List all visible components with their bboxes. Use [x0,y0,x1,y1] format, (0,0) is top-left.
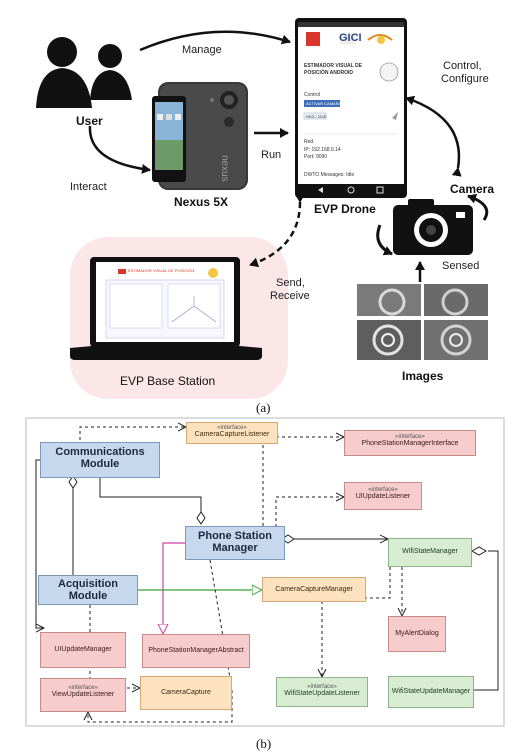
run-label: Run [261,149,282,161]
camera-capture-class: CameraCapture [140,676,232,710]
view-update-listener-name: ViewUpdateListener [51,691,115,698]
screen-port: Port: 9090 [304,154,328,160]
interface-stereotype: «interface» [307,684,337,690]
caption-b: (b) [256,736,272,751]
screen-title-line2: POSICIÓN ANDROID [304,70,353,76]
evp-drone-label: EVP Drone [314,202,376,216]
wifi-state-update-listener-name: WifiStateUpdateListener [284,690,360,697]
camera-capture-listener-class: «interface» CameraCaptureListener [186,422,278,444]
phone-station-manager-class: Phone Station Manager [185,526,285,560]
gici-logo-text: GICI [339,32,362,44]
wifi-state-manager-name: WifiStateManager [402,548,458,555]
interact-label: Interact [70,181,107,193]
evp-drone-phone [295,18,407,198]
phone-station-manager-interface-class: «interface» PhoneStationManagerInterface [344,430,476,456]
ui-update-manager-name: UIUpdateManager [54,646,112,653]
manage-arrow [139,30,291,52]
screen-ip: IP: 192.168.0.14 [304,147,341,153]
wifi-state-manager-class: WifiStateManager [388,538,472,567]
send-receive-arrow [249,193,306,268]
control-label: Control, [443,60,482,72]
camera-capture-manager-name: CameraCaptureManager [275,586,353,593]
caption-a: (a) [256,400,271,415]
interface-stereotype: «interface» [395,434,425,440]
user-icon [36,37,132,108]
interact-arrow [88,125,151,174]
receive-label: Receive [270,290,310,302]
laptop-base-station [70,257,262,360]
images-label: Images [402,369,444,383]
configure-label: Configure [441,73,489,85]
manage-label: Manage [182,44,222,56]
ui-update-listener-name: UIUpdateListener [355,493,411,500]
svg-text:nexus: nexus [219,155,230,182]
activate-camera-button[interactable]: ACTIVAR CAMARA [306,101,342,106]
ui-update-listener-class: «interface» UIUpdateListener [344,482,422,510]
ui-update-manager-class: UIUpdateManager [40,632,126,668]
acquisition-module-name: Acquisition Module [58,578,118,602]
communications-module-name: Communications Module [55,446,145,470]
phone-station-manager-name: Phone Station Manager [198,530,272,554]
screen-red-heading: Red [304,139,314,145]
view-update-listener-class: «interface» ViewUpdateListener [40,678,126,712]
wifi-state-update-listener-class: «interface» WifiStateUpdateListener [276,677,368,707]
evp-base-station-label: EVP Base Station [120,374,216,388]
camera-capture-name: CameraCapture [161,689,211,696]
communications-module-class: Communications Module [40,442,160,478]
interface-stereotype: «interface» [68,685,98,691]
screen-messages: DWTO Messages: Idle [304,172,355,178]
sensed-label: Sensed [442,260,480,272]
control-arrow [405,95,462,177]
phone-station-manager-abstract-class: PhoneStationManagerAbstract [142,634,250,668]
my-alert-dialog-name: MyAlertDialog [395,630,439,637]
camera-capture-listener-name: CameraCaptureListener [194,431,270,438]
phone-station-manager-interface-name: PhoneStationManagerInterface [361,440,459,447]
screen-title-line1: ESTIMADOR VISUAL DE [304,63,362,69]
screen-control-heading: Control [304,92,321,98]
nexus-5x-icon: nexus [152,82,248,190]
camera-icon [376,193,489,256]
camera-capture-manager-class: CameraCaptureManager [262,577,366,602]
captured-images [357,284,488,360]
send-label: Send, [276,277,305,289]
base-screen-title: ESTIMADOR VISUAL DE POSICIÓN [128,268,195,273]
nexus-5x-label: Nexus 5X [174,195,229,209]
wifi-state-update-manager-class: WifiStateUpdateManager [388,676,474,708]
my-alert-dialog-class: MyAlertDialog [388,616,446,652]
screen-red-field: RED / 2D/E [306,114,327,119]
user-label: User [76,114,103,128]
camera-label: Camera [450,182,495,196]
wifi-state-update-manager-name: WifiStateUpdateManager [391,688,471,695]
phone-station-manager-abstract-name: PhoneStationManagerAbstract [148,647,244,654]
acquisition-module-class: Acquisition Module [38,575,138,605]
interface-stereotype: «interface» [217,425,247,431]
interface-stereotype: «interface» [368,487,398,493]
